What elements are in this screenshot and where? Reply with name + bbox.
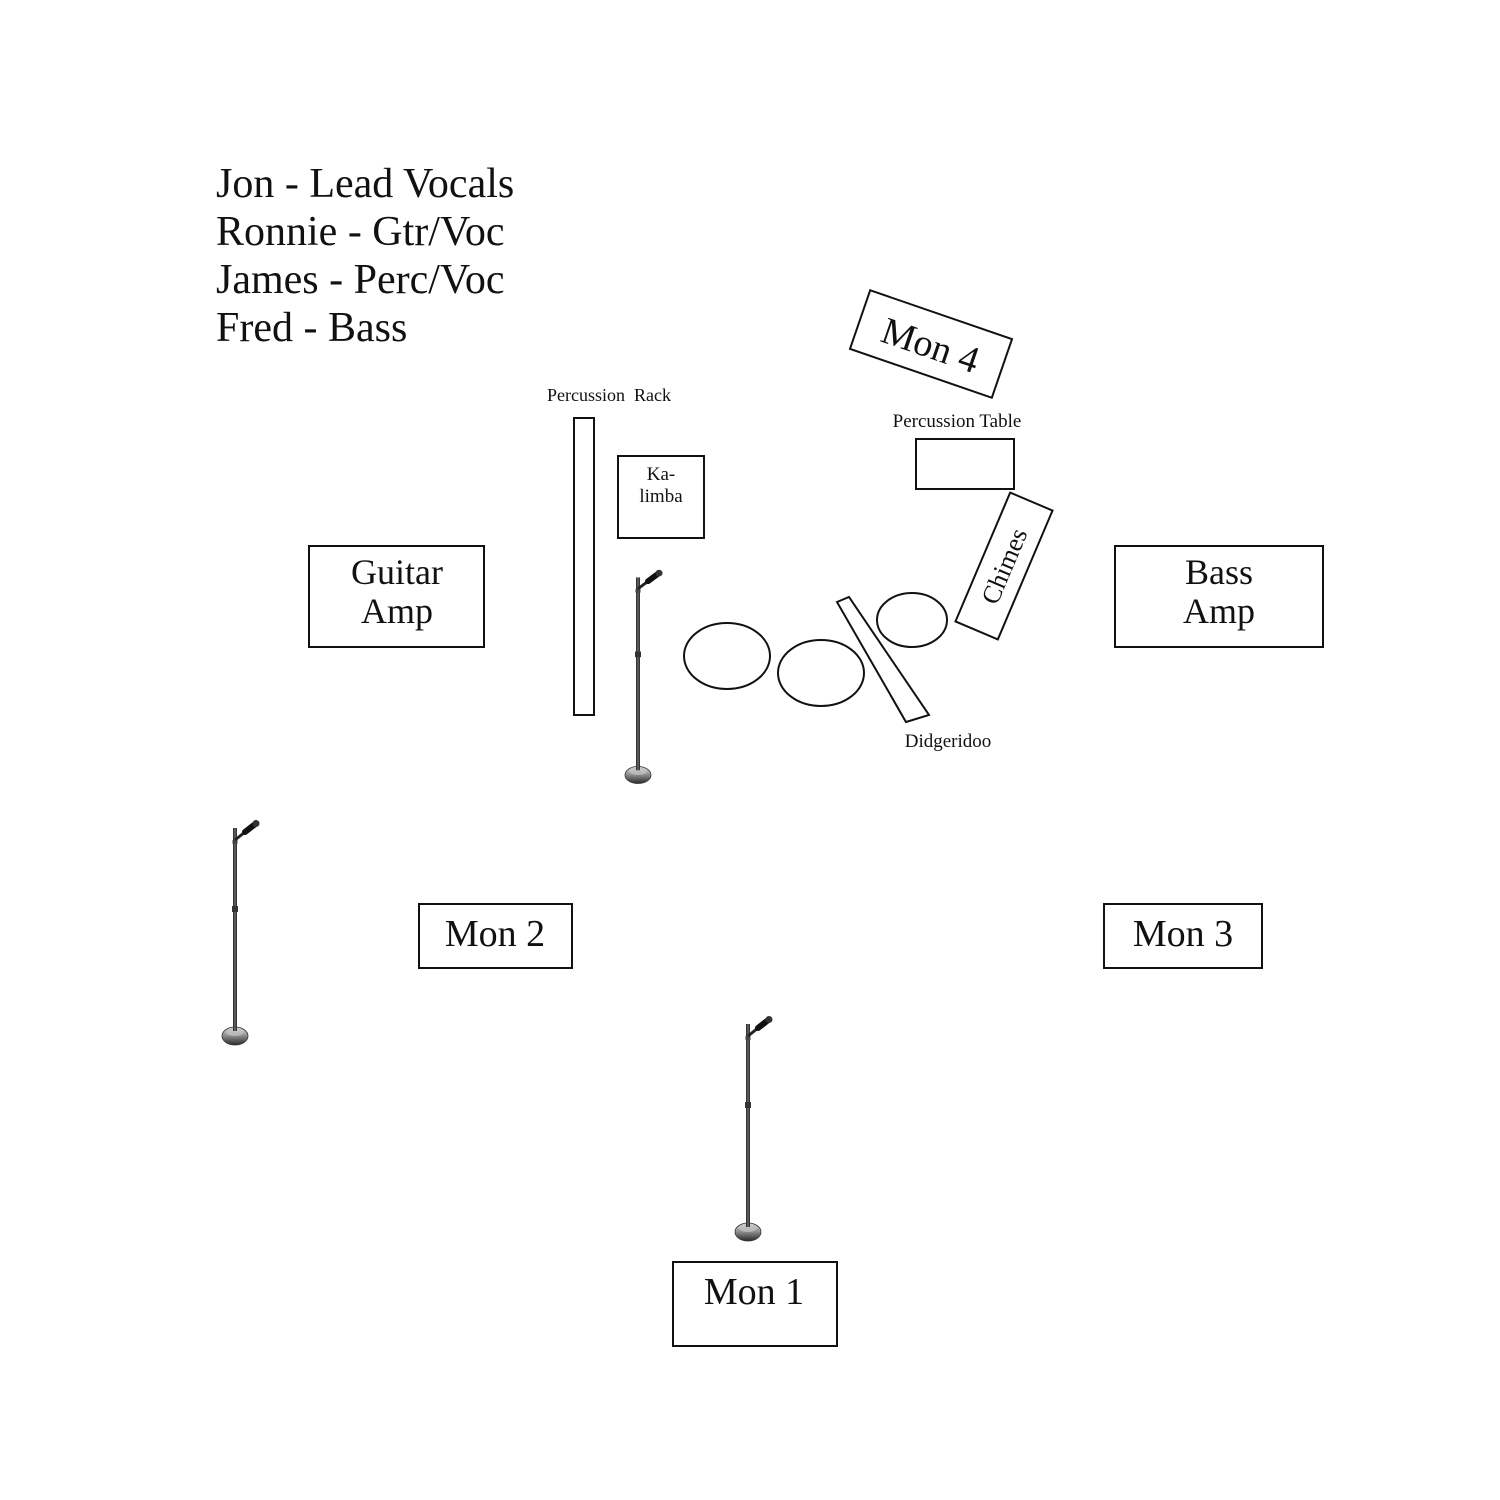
mic-stand-center [625, 570, 663, 784]
monitor-3-label: Mon 3 [1133, 913, 1233, 955]
bass-amp [1114, 545, 1324, 648]
drum-2 [777, 639, 865, 707]
monitor-2-label: Mon 2 [445, 913, 545, 955]
drum-3 [876, 592, 948, 648]
kalimba-label-line-2: limba [639, 486, 683, 507]
mic-stand-icon [222, 820, 260, 1045]
band-roster: Jon - Lead Vocals Ronnie - Gtr/Voc James… [216, 160, 514, 352]
guitar-amp [308, 545, 485, 648]
drum-1 [683, 622, 771, 690]
monitor-3 [1103, 903, 1263, 969]
mic-stand-icon [735, 1016, 773, 1241]
didgeridoo [835, 595, 931, 724]
monitor-1-label: Mon 1 [704, 1271, 804, 1313]
kalimba [617, 455, 705, 539]
percussion-table [915, 438, 1015, 490]
mic-stand-left [222, 820, 260, 1045]
mic-stand-icon [625, 570, 663, 784]
percussion-rack [573, 417, 595, 716]
bass-amp-label-line-2: Amp [1183, 591, 1255, 631]
percussion-rack-label: Percussion Rack [547, 385, 671, 405]
kalimba-label-line-1: Ka- [647, 464, 675, 485]
roster-item-jon: Jon - Lead Vocals [216, 161, 515, 207]
monitor-4: Mon 4 [848, 289, 1014, 399]
percussion-table-label: Percussion Table [893, 411, 1022, 432]
bass-amp-label-line-1: Bass [1185, 552, 1253, 592]
chimes: Chimes [954, 491, 1054, 641]
roster-item-fred: Fred - Bass [216, 305, 408, 351]
guitar-amp-label-line-1: Guitar [351, 552, 443, 592]
mic-stand-front [735, 1016, 773, 1241]
roster-item-ronnie: Ronnie - Gtr/Voc [216, 209, 505, 255]
monitor-1 [672, 1261, 838, 1347]
roster-item-james: James - Perc/Voc [216, 257, 505, 303]
didgeridoo-label: Didgeridoo [905, 731, 992, 752]
guitar-amp-label-line-2: Amp [361, 591, 433, 631]
monitor-2 [418, 903, 573, 969]
